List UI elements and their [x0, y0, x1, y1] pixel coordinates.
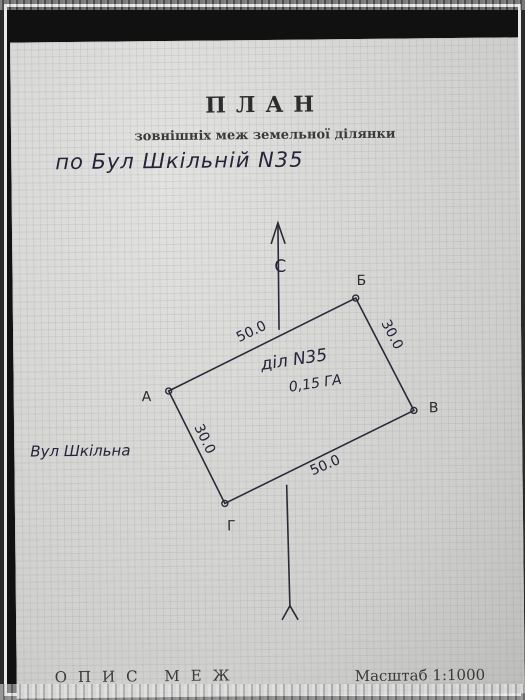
- parcel-plan-drawing: С А Б В Г 50.0 30.0 50.0 30.0 діл N35 0,…: [142, 220, 439, 621]
- corner-point-a: [164, 387, 173, 395]
- corner-point-v: [410, 406, 418, 415]
- corner-label-b: Б: [356, 273, 366, 289]
- document-sheet: ПЛАН зовнішніх меж земельної ділянки по …: [10, 37, 525, 699]
- corner-label-v: В: [429, 400, 439, 416]
- corner-label-a: А: [142, 389, 152, 405]
- corner-point-g: [221, 499, 229, 508]
- north-label: С: [274, 257, 286, 277]
- side-length-ab: 50.0: [234, 318, 269, 346]
- scale-label: Масштаб 1:1000: [354, 665, 486, 686]
- south-line: [281, 484, 299, 621]
- north-arrow-icon: [270, 220, 286, 330]
- parcel-label-number: діл N35: [258, 345, 328, 375]
- side-length-vg: 50.0: [308, 452, 343, 479]
- frame-top-edge: [0, 0, 525, 10]
- parcel-boundary: [167, 296, 415, 505]
- side-length-ga: 30.0: [190, 422, 218, 457]
- corner-label-g: Г: [227, 518, 236, 534]
- parcel-label-area: 0,15 ГА: [288, 372, 343, 396]
- corner-point-b: [352, 294, 360, 302]
- frame-bottom-edge: [0, 684, 525, 700]
